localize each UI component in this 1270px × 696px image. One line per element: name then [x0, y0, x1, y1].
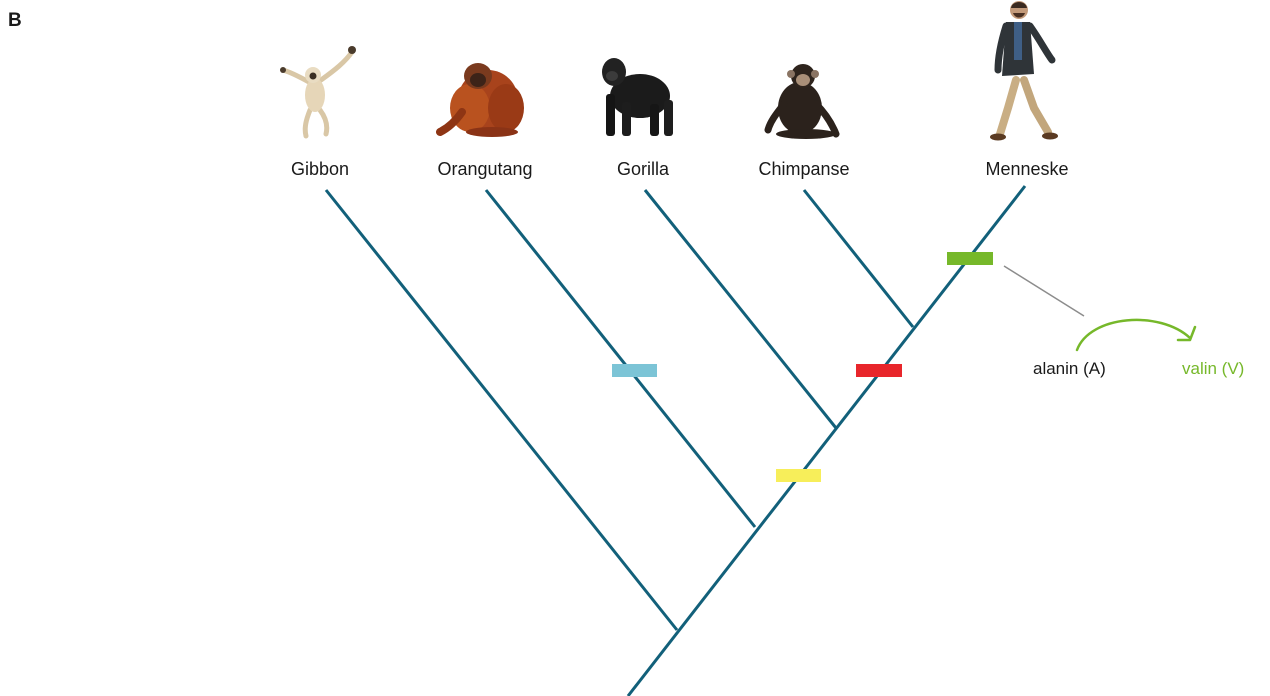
chimpanzee-icon	[764, 64, 840, 139]
species-label-gorilla: Gorilla	[617, 159, 670, 179]
orangutan-icon	[436, 63, 524, 137]
mutation-marker-green	[947, 252, 993, 265]
tree-branches	[324, 185, 1027, 696]
substitution-to-label: valin (V)	[1182, 359, 1244, 378]
chimpanzee-branch	[802, 189, 915, 328]
gibbon-branch	[324, 189, 679, 631]
gibbon-icon	[280, 46, 356, 139]
human-icon	[990, 1, 1058, 141]
species-label-chimpanzee: Chimpanse	[758, 159, 849, 179]
trunk-to-human-branch	[626, 185, 1027, 696]
panel-label: B	[8, 10, 22, 31]
orangutan-branch	[484, 189, 757, 528]
substitution-from-label: alanin (A)	[1033, 359, 1106, 378]
substitution-arrow	[1075, 318, 1197, 352]
mutation-marker-blue	[612, 364, 657, 377]
gorilla-branch	[643, 189, 838, 429]
gorilla-icon	[602, 58, 673, 136]
species-label-human: Menneske	[985, 159, 1068, 179]
species-label-orangutan: Orangutang	[437, 159, 532, 179]
callout-line	[1003, 265, 1085, 317]
mutation-marker-red	[856, 364, 902, 377]
species-label-gibbon: Gibbon	[291, 159, 349, 179]
mutation-marker-yellow	[776, 469, 821, 482]
